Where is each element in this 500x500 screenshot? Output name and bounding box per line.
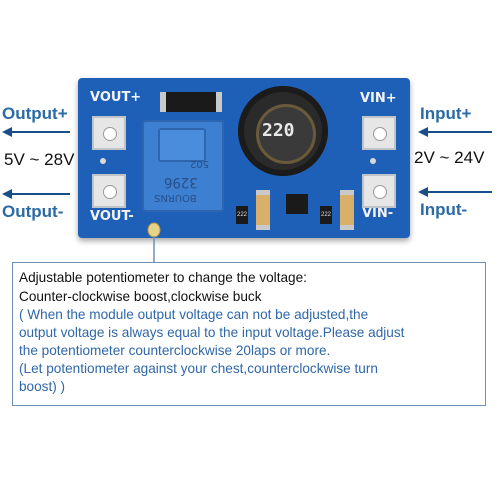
vin-plus-silk: VIN+ — [360, 91, 397, 106]
via-dot — [100, 158, 106, 164]
left-arrow-icon — [418, 187, 492, 197]
pot-code: 502 — [190, 158, 210, 169]
caption-line: the potentiometer counterclockwise 20lap… — [19, 343, 331, 358]
vin-minus-silk: VIN- — [362, 206, 394, 221]
ic-chip — [286, 194, 308, 214]
caption-line: boost) ) — [19, 379, 66, 394]
capacitor — [256, 190, 270, 230]
via-dot — [370, 158, 376, 164]
inductor-marking: 220 — [262, 120, 295, 141]
caption-box: Adjustable potentiometer to change the v… — [12, 262, 486, 406]
pointer-icon — [147, 222, 161, 264]
caption-line: Counter-clockwise boost,clockwise buck — [19, 289, 262, 304]
pot-marking: 3296 — [164, 174, 198, 190]
vout-minus-pad — [92, 174, 126, 208]
pcb-board: VOUT+ VOUT- VIN+ VIN- 502 3296 BOURNS 22… — [78, 78, 410, 238]
inductor: 220 — [238, 86, 328, 176]
smd-resistor: 222 — [320, 206, 332, 224]
vout-plus-pad — [92, 116, 126, 150]
output-minus-label: Output- — [2, 202, 64, 221]
vout-plus-silk: VOUT+ — [90, 90, 142, 105]
left-arrow-icon — [2, 127, 70, 137]
output-plus-label: Output+ — [2, 104, 68, 123]
pot-screw — [158, 128, 206, 162]
smd-resistor: 222 — [236, 206, 248, 224]
smd-component — [160, 92, 222, 112]
pot-brand: BOURNS — [154, 192, 197, 203]
input-plus-label: Input+ — [420, 104, 472, 123]
vin-minus-pad — [362, 174, 396, 208]
input-minus-label: Input- — [420, 200, 468, 219]
inductor-coil — [256, 104, 316, 164]
left-arrow-icon — [2, 189, 70, 199]
caption-line: output voltage is always equal to the in… — [19, 325, 405, 340]
caption-line: Adjustable potentiometer to change the v… — [19, 270, 307, 285]
left-arrow-icon — [418, 127, 492, 137]
capacitor — [340, 190, 354, 230]
caption-line: ( When the module output voltage can not… — [19, 307, 369, 322]
vout-minus-silk: VOUT- — [90, 209, 134, 224]
potentiometer: 502 3296 BOURNS — [142, 120, 224, 212]
input-voltage-range: 2V ~ 24V — [414, 148, 485, 167]
output-voltage-range: 5V ~ 28V — [4, 150, 75, 169]
caption-line: (Let potentiometer against your chest,co… — [19, 361, 378, 376]
vin-plus-pad — [362, 116, 396, 150]
